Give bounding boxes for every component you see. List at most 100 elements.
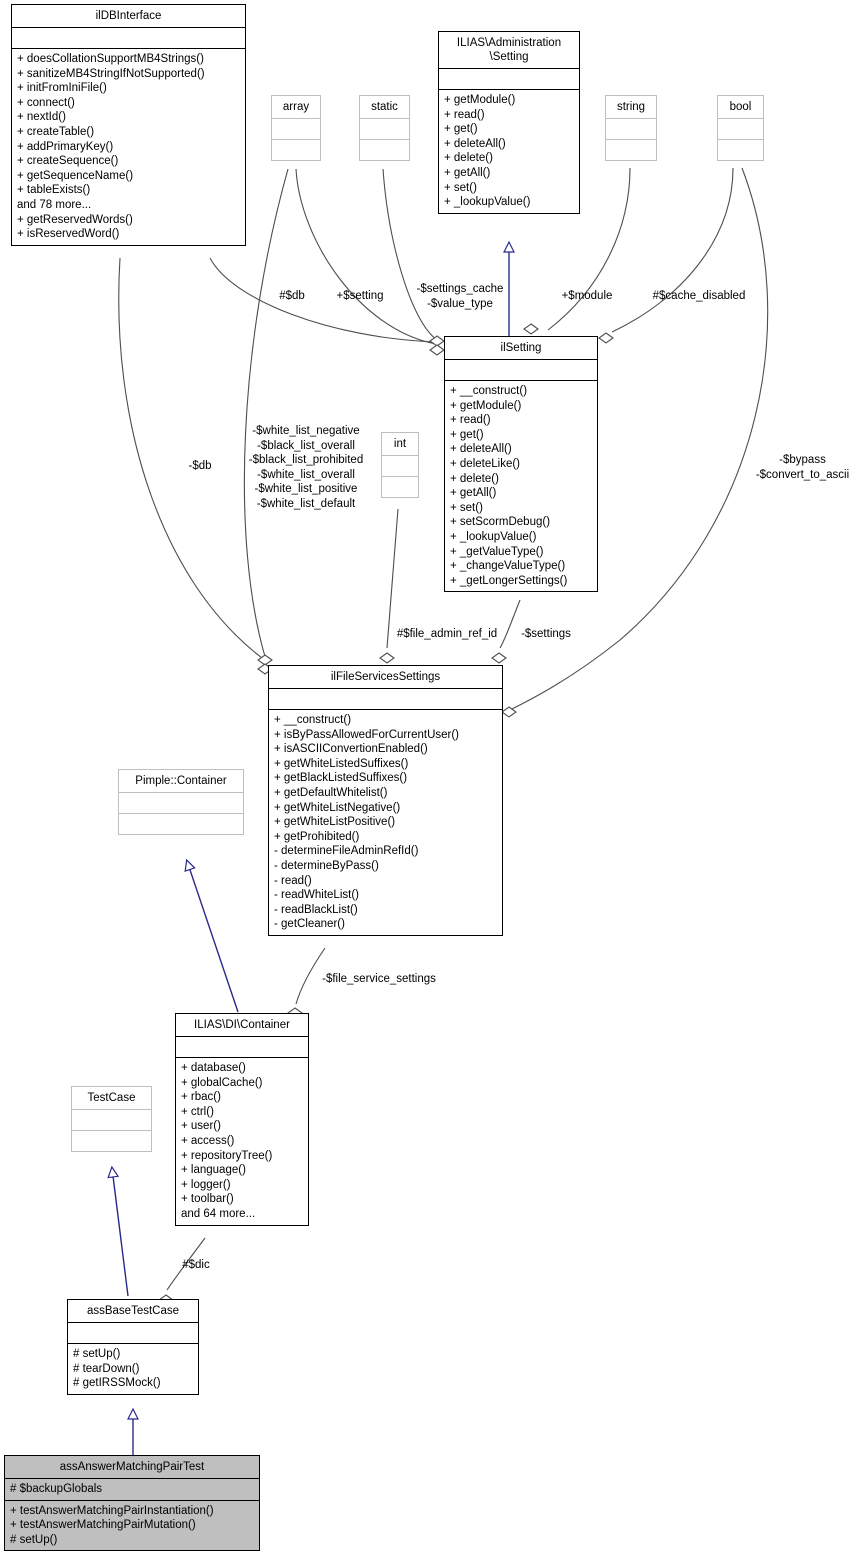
operation: - readBlackList() [274, 903, 358, 916]
operation: + getWhiteListedSuffixes() [274, 757, 409, 770]
class-title: string [616, 101, 646, 113]
operation: + read() [450, 414, 491, 427]
class-attributes [445, 360, 597, 380]
edge-label-file-service-settings: -$file_service_settings [322, 973, 436, 985]
edge-label-file-admin-ref-id: #$file_admin_ref_id [396, 628, 498, 640]
operation: + createTable() [17, 125, 95, 138]
edge-label-dic: #$dic [182, 1259, 210, 1271]
separator [382, 455, 418, 456]
operation: + __construct() [450, 385, 528, 397]
class-attributes [68, 1323, 198, 1343]
class-box-assbasetestcase[interactable]: assBaseTestCase # setUp() # tearDown() #… [67, 1299, 199, 1395]
operation: + doesCollationSupportMB4Strings() [17, 53, 204, 65]
class-box-assanswermatchingpairtest[interactable]: assAnswerMatchingPairTest # $backupGloba… [4, 1455, 260, 1552]
class-box-ilfileservicessettings[interactable]: ilFileServicesSettings + __construct() +… [268, 665, 503, 936]
operation: # setUp() [73, 1348, 121, 1360]
operation: # setUp() [10, 1533, 58, 1546]
class-box-static[interactable]: static [359, 95, 410, 161]
class-attributes [272, 119, 320, 139]
class-box-pimple-container[interactable]: Pimple::Container [118, 769, 244, 835]
operation: + set() [444, 181, 477, 194]
separator [360, 139, 409, 140]
separator [72, 1109, 151, 1110]
edge-label-white-black-lists: -$white_list_negative -$black_list_overa… [248, 425, 364, 510]
edge-label-db-hash: #$db [279, 290, 305, 302]
operation: + getProhibited() [274, 830, 360, 843]
operation: + language() [181, 1164, 246, 1177]
operation: + getAll() [450, 487, 497, 500]
separator [119, 792, 243, 793]
separator [718, 118, 763, 119]
operation: + get() [450, 428, 484, 441]
class-attributes [360, 119, 409, 139]
class-attributes [119, 793, 243, 813]
class-operations: + database() + globalCache() + rbac() + … [176, 1058, 308, 1225]
operation: + logger() [181, 1178, 231, 1191]
class-box-ilsetting[interactable]: ilSetting + __construct() + getModule() … [444, 336, 598, 593]
class-title: array [282, 101, 310, 113]
class-operations: + testAnswerMatchingPairInstantiation() … [5, 1501, 259, 1551]
class-title: ilDBInterface [95, 10, 162, 22]
operation: + _changeValueType() [450, 560, 566, 573]
class-attributes [606, 119, 656, 139]
class-box-di-container[interactable]: ILIAS\DI\Container + database() + global… [175, 1013, 309, 1226]
edge-label-settings-cache: -$settings_cache -$value_type [416, 283, 504, 310]
operation: + addPrimaryKey() [17, 140, 114, 153]
separator [439, 89, 579, 90]
operation: + database() [181, 1062, 246, 1074]
operation: + toolbar() [181, 1193, 234, 1206]
operation: - getCleaner() [274, 918, 345, 931]
operation: + testAnswerMatchingPairMutation() [10, 1519, 196, 1532]
operation: + _lookupValue() [450, 530, 537, 543]
edge-label-bypass-convert: -$bypass -$convert_to_ascii [755, 454, 850, 481]
class-operations [272, 140, 320, 160]
class-box-array[interactable]: array [271, 95, 321, 161]
separator [12, 48, 245, 49]
operation: + deleteAll() [444, 137, 506, 150]
class-operations: + doesCollationSupportMB4Strings() + san… [12, 49, 245, 245]
operation: + setScormDebug() [450, 516, 551, 529]
operation: # getIRSSMock() [73, 1377, 161, 1390]
separator [382, 476, 418, 477]
class-box-bool[interactable]: bool [717, 95, 764, 161]
separator [606, 139, 656, 140]
class-box-string[interactable]: string [605, 95, 657, 161]
operation: + getDefaultWhitelist() [274, 786, 388, 799]
class-attributes: # $backupGlobals [5, 1479, 259, 1500]
class-attributes [269, 689, 502, 709]
class-box-administration-setting[interactable]: ILIAS\Administration \Setting + getModul… [438, 31, 580, 214]
class-operations: + __construct() + getModule() + read() +… [445, 381, 597, 591]
class-box-testcase[interactable]: TestCase [71, 1086, 152, 1152]
edge-label-setting: +$setting [336, 290, 384, 302]
separator [718, 139, 763, 140]
class-attributes [382, 456, 418, 476]
operation: + globalCache() [181, 1076, 263, 1089]
class-operations: # setUp() # tearDown() # getIRSSMock() [68, 1344, 198, 1394]
operation: + getReservedWords() [17, 213, 133, 226]
operation: + isByPassAllowedForCurrentUser() [274, 728, 460, 741]
class-operations [72, 1131, 151, 1151]
operation: + tableExists() [17, 184, 91, 197]
class-operations [119, 814, 243, 834]
operation: + createSequence() [17, 155, 119, 168]
operation: + getAll() [444, 166, 491, 179]
class-title: bool [729, 101, 752, 113]
edge-label-cache-disabled: #$cache_disabled [652, 290, 746, 302]
class-box-ildbinterface[interactable]: ilDBInterface + doesCollationSupportMB4S… [11, 4, 246, 246]
operation: + getModule() [444, 94, 516, 106]
class-title: assAnswerMatchingPairTest [59, 1461, 205, 1473]
operation: + deleteAll() [450, 443, 512, 456]
class-attributes [439, 69, 579, 89]
class-box-int[interactable]: int [381, 432, 419, 498]
operation: + delete() [450, 472, 499, 485]
operation: + sanitizeMB4StringIfNotSupported() [17, 67, 205, 80]
operation: + isReservedWord() [17, 228, 120, 241]
operation: - determineByPass() [274, 859, 379, 872]
separator [606, 118, 656, 119]
separator [72, 1130, 151, 1131]
class-attributes [72, 1110, 151, 1130]
operation: + _getLongerSettings() [450, 574, 568, 587]
attribute: # $backupGlobals [10, 1483, 103, 1495]
class-attributes [12, 28, 245, 48]
operation: + initFromIniFile() [17, 82, 107, 95]
